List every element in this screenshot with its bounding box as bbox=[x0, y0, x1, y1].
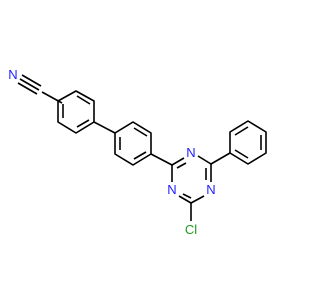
triazine-bond-c3-n3 bbox=[178, 195, 192, 204]
triazine-n-top-left: N bbox=[186, 145, 195, 160]
ring-c-inner-bond-3 bbox=[234, 149, 249, 159]
triazine-bond-n1-c2 bbox=[197, 155, 212, 165]
triazine-bond-n2-c3 bbox=[190, 195, 205, 204]
phenylene-ring bbox=[114, 121, 152, 166]
molecule-diagram: N N N N Cl bbox=[8, 67, 267, 237]
triazine-phenyl-bond bbox=[210, 152, 231, 165]
ring-b-inner-bond-2 bbox=[133, 151, 147, 160]
ring-a-inner-bond-1 bbox=[76, 95, 91, 105]
triazine-ring: N N N bbox=[167, 145, 216, 204]
benzonitrile-ring bbox=[57, 90, 95, 134]
ring-a-outline bbox=[57, 90, 95, 134]
ring-a-inner-bond-2 bbox=[76, 119, 90, 128]
triazine-inner-bond-1 bbox=[176, 162, 187, 169]
nitrile-triple-bond-1 bbox=[19, 78, 40, 91]
chlorine-atom: Cl bbox=[185, 222, 197, 237]
phenyl-ring bbox=[229, 120, 267, 165]
triazine-n-top-right: N bbox=[206, 182, 215, 197]
ring-c-inner-bond-1 bbox=[234, 126, 249, 136]
biaryl-bond bbox=[93, 121, 116, 134]
nitrile-triple-bond-3 bbox=[17, 82, 38, 95]
nitrile-group bbox=[17, 74, 63, 104]
structure-svg: N N N N Cl bbox=[8, 67, 267, 237]
triazine-inner-bond-3 bbox=[182, 193, 192, 199]
ring-c-outline bbox=[229, 120, 267, 165]
nitrile-triple-bond-2 bbox=[21, 74, 42, 87]
triazine-bond-c1-n1 bbox=[171, 157, 185, 166]
nitrile-n: N bbox=[8, 67, 17, 82]
ring-b-outline bbox=[114, 121, 152, 166]
ring-b-inner-bond-1 bbox=[133, 127, 148, 137]
triazine-n-bottom: N bbox=[167, 182, 176, 197]
phenylene-triazine-bond bbox=[150, 153, 173, 166]
